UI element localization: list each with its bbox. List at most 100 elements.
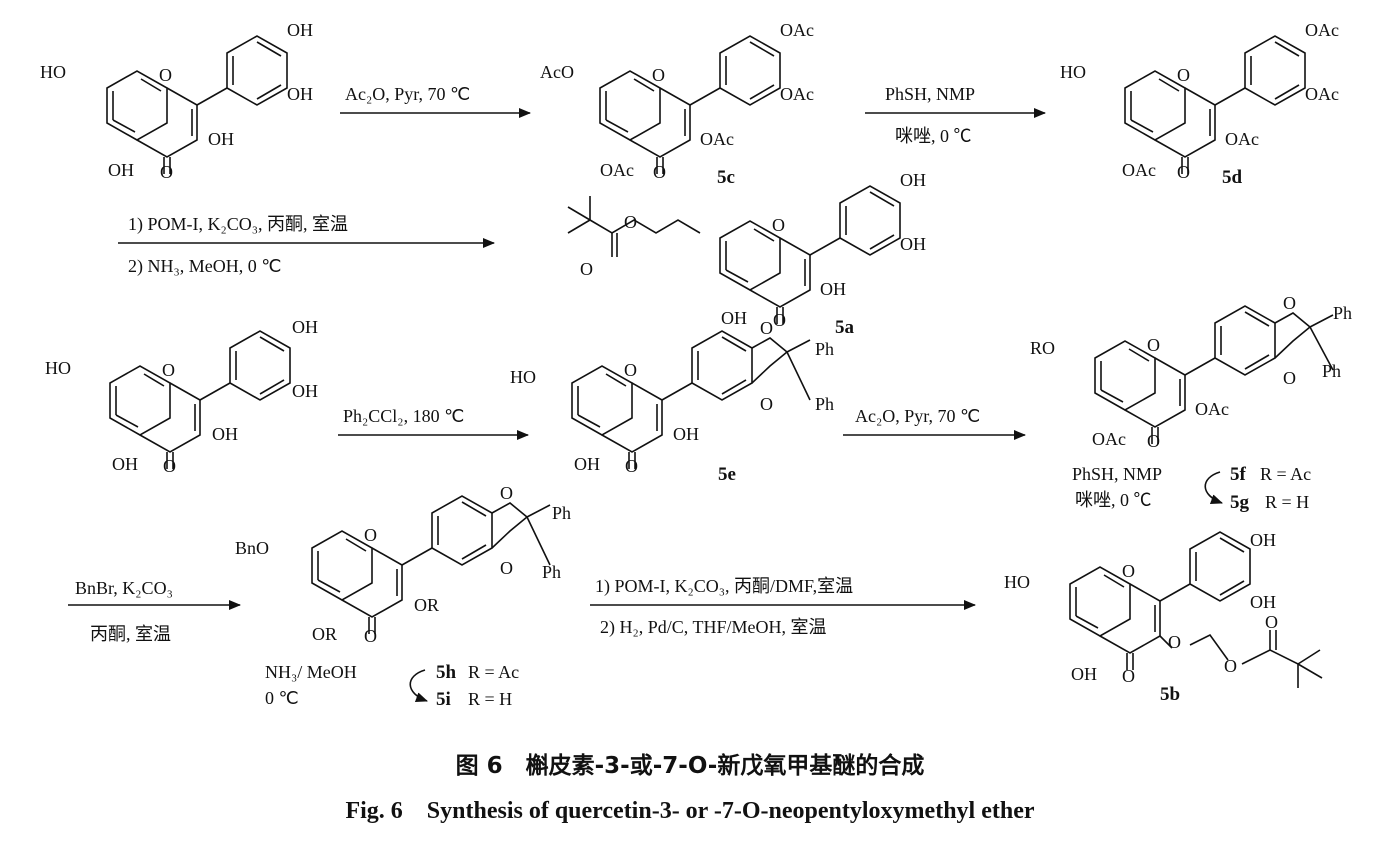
5e-4-o: O	[625, 456, 638, 476]
5b-carbonyl-o: O	[1265, 612, 1278, 632]
5f-diox-o2: O	[1283, 368, 1296, 388]
5h-ph-2: Ph	[542, 562, 561, 582]
5e-dioxolane	[751, 337, 789, 384]
reagent-9-line2: 0 ℃	[265, 688, 299, 708]
figure-caption-english: Fig. 6 Synthesis of quercetin-3- or -7-O…	[345, 798, 1035, 824]
reagent-3-line2: 2) NH₃, MeOH, 0 ℃	[128, 256, 281, 277]
compound-label-5b: 5b	[1160, 684, 1180, 705]
5b-7-oh: HO	[1004, 572, 1030, 592]
reagent-5: Ac₂O, Pyr, 70 ℃	[855, 406, 980, 426]
5h-ph-1: Ph	[552, 503, 571, 523]
compound-5b-structure	[1069, 531, 1251, 671]
quercetin-structure	[106, 35, 288, 175]
compound-5a-structure	[719, 185, 901, 325]
compound-label-5e: 5e	[718, 464, 736, 485]
5b-4p-oh: OH	[1250, 530, 1276, 550]
5e-3-oh: OH	[673, 424, 699, 444]
figure-caption-chinese: 图 6 槲皮素-3-或-7-O-新戊氧甲基醚的合成	[455, 753, 925, 779]
5h-dioxolane	[491, 502, 529, 549]
5f-diox-o1: O	[1283, 293, 1296, 313]
5e-diox-o2: O	[760, 394, 773, 414]
5b-4-o: O	[1122, 666, 1135, 686]
reagent-8-line1: 1) POM-I, K₂CO₃, 丙酮/DMF,室温	[595, 576, 853, 597]
5c-ring-o: O	[652, 65, 665, 85]
5a-ring-o: O	[772, 215, 785, 235]
5b-3-o: O	[1168, 632, 1181, 652]
compound-label-5a: 5a	[835, 317, 855, 338]
5c-4-o: O	[653, 162, 666, 182]
5h-ring-o: O	[364, 525, 377, 545]
quercetin2-5-oh: OH	[112, 454, 138, 474]
quercetin-7-oh: HO	[40, 62, 66, 82]
5f-ph-1: Ph	[1333, 303, 1352, 323]
5c-7-oac: AcO	[540, 62, 574, 82]
5d-ring-o: O	[1177, 65, 1190, 85]
quercetin-4-o: O	[160, 162, 173, 182]
5a-4p-oh: OH	[900, 170, 926, 190]
5h-diox-o2: O	[500, 558, 513, 578]
compound-5d-structure	[1124, 35, 1306, 175]
5c-4p-oac: OAc	[780, 20, 814, 40]
5f-7-or: RO	[1030, 338, 1055, 358]
5a-3p-oh: OH	[900, 234, 926, 254]
5f-ring-o: O	[1147, 335, 1160, 355]
5b-3p-oh: OH	[1250, 592, 1276, 612]
reagent-7-top: BnBr, K₂CO₃	[75, 578, 173, 598]
compound-label-5f: 5f	[1230, 464, 1247, 485]
quercetin2-4-o: O	[163, 456, 176, 476]
5e-ph-2: Ph	[815, 394, 834, 414]
5d-4-o: O	[1177, 162, 1190, 182]
reagent-2-bottom: 咪唑, 0 ℃	[895, 126, 972, 146]
5e-diox-o1: O	[760, 318, 773, 338]
5f-3-oac: OAc	[1195, 399, 1229, 419]
5c-3p-oac: OAc	[780, 84, 814, 104]
5a-carbonyl-o: O	[580, 259, 593, 279]
5e-7-oh: HO	[510, 367, 536, 387]
5c-3-oac: OAc	[700, 129, 734, 149]
5i-r-def: R = H	[468, 689, 512, 709]
5d-5-oac: OAc	[1122, 160, 1156, 180]
5f-ph-2: Ph	[1322, 361, 1341, 381]
quercetin2-3p-oh: OH	[292, 381, 318, 401]
quercetin-3p-oh: OH	[287, 84, 313, 104]
5h-5-or: OR	[312, 624, 337, 644]
quercetin2-ring-o: O	[162, 360, 175, 380]
5h-diox-o1: O	[500, 483, 513, 503]
5g-r-def: R = H	[1265, 492, 1309, 512]
compound-label-5h: 5h	[436, 662, 457, 683]
quercetin-3-oh: OH	[208, 129, 234, 149]
compound-5e-structure	[571, 330, 753, 470]
5c-5-oac: OAc	[600, 160, 634, 180]
5f-r-def: R = Ac	[1260, 464, 1311, 484]
5a-3-oh: OH	[820, 279, 846, 299]
compound-5h-structure	[311, 495, 493, 635]
quercetin2-3-oh: OH	[212, 424, 238, 444]
reagent-3-line1: 1) POM-I, K₂CO₃, 丙酮, 室温	[128, 214, 348, 235]
quercetin2-7-oh: HO	[45, 358, 71, 378]
5f-4-o: O	[1147, 431, 1160, 451]
compound-label-5d: 5d	[1222, 167, 1243, 188]
reagent-6-line1: PhSH, NMP	[1072, 464, 1162, 484]
quercetin-4p-oh: OH	[287, 20, 313, 40]
arrow-9-curved	[409, 669, 428, 702]
5d-3p-oac: OAc	[1305, 84, 1339, 104]
5b-ester-o: O	[1224, 656, 1237, 676]
compound-label-5i: 5i	[436, 689, 451, 710]
5a-ether-o: O	[624, 212, 637, 232]
quercetin-structure-2	[109, 330, 291, 470]
5d-7-oh: HO	[1060, 62, 1086, 82]
reagent-2-top: PhSH, NMP	[885, 84, 975, 104]
reagent-4: Ph₂CCl₂, 180 ℃	[343, 406, 464, 426]
5d-4p-oac: OAc	[1305, 20, 1339, 40]
compound-5f-structure	[1094, 305, 1276, 445]
quercetin-5-oh: OH	[108, 160, 134, 180]
compound-label-5g: 5g	[1230, 492, 1250, 513]
compound-5c-structure	[599, 35, 781, 175]
reagent-9-line1: NH₃/ MeOH	[265, 662, 357, 682]
5d-3-oac: OAc	[1225, 129, 1259, 149]
5h-r-def: R = Ac	[468, 662, 519, 682]
5b-ring-o: O	[1122, 561, 1135, 581]
reagent-8-line2: 2) H₂, Pd/C, THF/MeOH, 室温	[600, 617, 826, 638]
5b-pom-chain	[1189, 633, 1229, 661]
